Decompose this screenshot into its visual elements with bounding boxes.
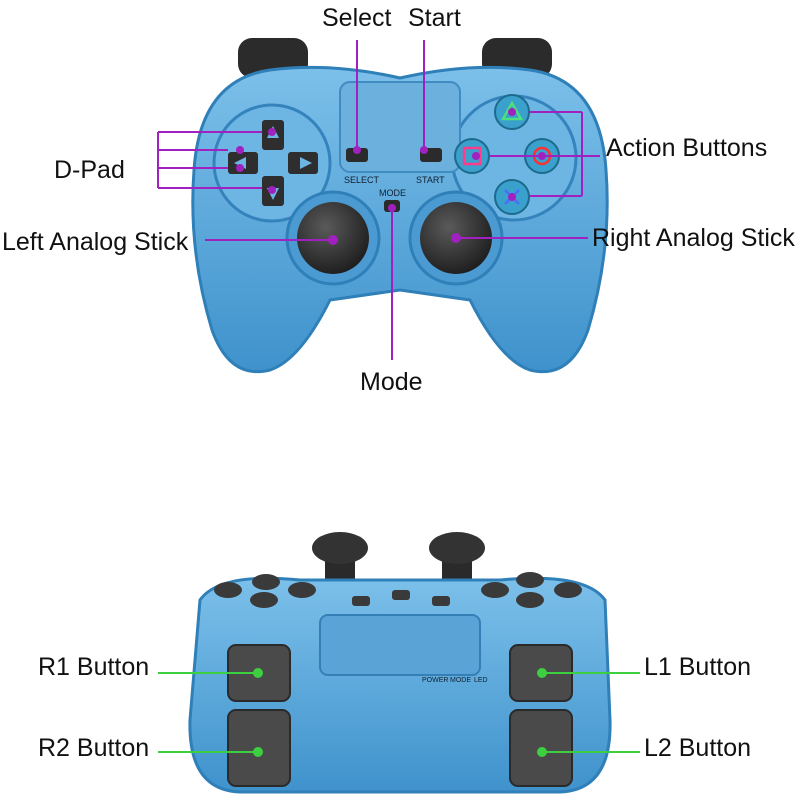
select-button[interactable] (346, 148, 368, 162)
label-r2-button: R2 Button (38, 734, 150, 762)
label-left-analog-stick: Left Analog Stick (2, 228, 189, 256)
label-dpad: D-Pad (54, 156, 125, 184)
bottom-callout-dots (253, 668, 547, 757)
label-select: Select (322, 4, 392, 32)
mode-printed: MODE (379, 188, 406, 198)
dpad-well (212, 103, 332, 223)
label-start: Start (408, 4, 461, 32)
label-l2-button: L2 Button (644, 734, 752, 762)
label-mode: Mode (360, 368, 423, 396)
label-action-buttons: Action Buttons (606, 134, 768, 162)
led-printed: LED (474, 677, 488, 684)
rear-inner-board (319, 614, 481, 676)
action-buttons[interactable] (454, 94, 560, 215)
callout-dots (236, 108, 546, 245)
rear-face-buttons (214, 572, 582, 608)
label-right-analog-stick: Right Analog Stick (592, 224, 795, 252)
label-r1-button: R1 Button (38, 653, 150, 681)
mode-rear-printed: MODE (450, 677, 471, 684)
top-callouts (157, 40, 600, 360)
start-printed: START (416, 175, 445, 185)
power-printed: POWER (422, 677, 448, 684)
select-printed: SELECT (344, 175, 380, 185)
bottom-callouts (158, 672, 640, 753)
label-l1-button: L1 Button (644, 653, 752, 681)
